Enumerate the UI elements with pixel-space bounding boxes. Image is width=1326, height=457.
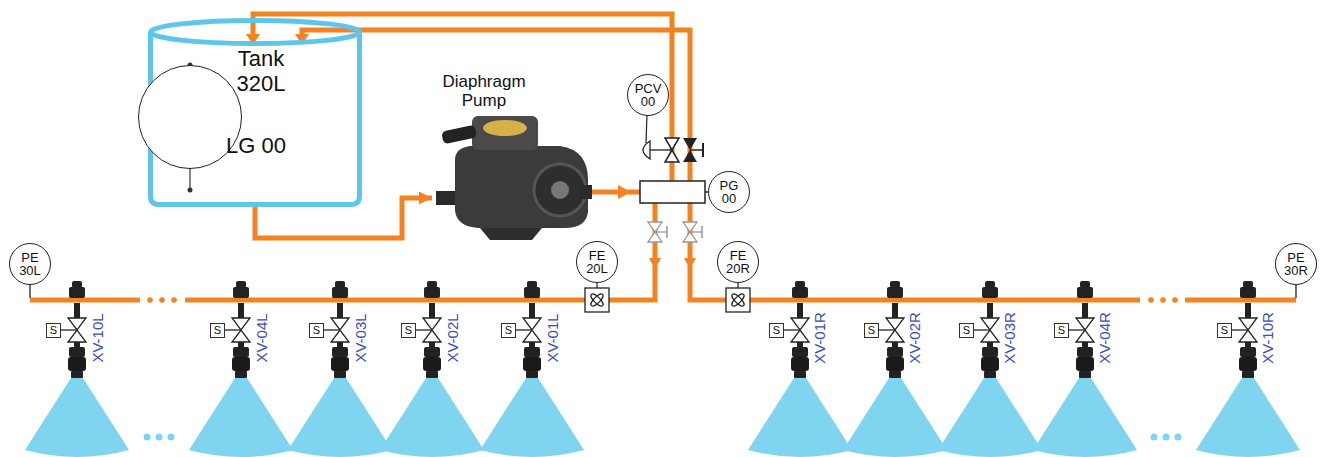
- valve-tag: XV-02L: [445, 313, 461, 362]
- solenoid-letter: S: [214, 325, 221, 336]
- solenoid-letter: S: [313, 325, 320, 336]
- valve-tag: XV-10L: [90, 313, 106, 362]
- valve-tag: XV-01R: [812, 312, 828, 364]
- solenoid-box: S: [959, 323, 974, 338]
- instrument-bubble: PCV 00: [627, 74, 669, 116]
- instrument-bubble: PE 30L: [9, 243, 51, 285]
- node-label: PE 30L: [14, 251, 46, 277]
- valve-tag: XV-03R: [1002, 312, 1018, 364]
- node-label: PCV 00: [632, 82, 664, 108]
- solenoid-box: S: [401, 323, 416, 338]
- instrument-bubble: LG 00: [138, 65, 242, 169]
- node-label: LG 00: [209, 133, 303, 158]
- node-label: PG 00: [713, 179, 745, 205]
- node-label: FE 20R: [722, 249, 754, 275]
- solenoid-box: S: [1217, 323, 1232, 338]
- valve-tag: XV-02R: [907, 312, 923, 364]
- solenoid-letter: S: [50, 325, 57, 336]
- node-label: FE 20L: [581, 249, 613, 275]
- solenoid-box: S: [210, 323, 225, 338]
- storage-tank: Tank 320LLG 00: [148, 18, 362, 207]
- solenoid-box: S: [501, 323, 516, 338]
- solenoid-letter: S: [1058, 325, 1065, 336]
- solenoid-letter: S: [868, 325, 875, 336]
- instrument-bubble: PG 00: [708, 171, 750, 213]
- instrument-bubble: FE 20R: [717, 241, 759, 283]
- valve-tag: XV-10R: [1260, 312, 1276, 364]
- instrument-bubble: FE 20L: [576, 241, 618, 283]
- solenoid-letter: S: [1221, 325, 1228, 336]
- solenoid-letter: S: [773, 325, 780, 336]
- solenoid-box: S: [1054, 323, 1069, 338]
- solenoid-box: S: [769, 323, 784, 338]
- valve-tag: XV-04R: [1097, 312, 1113, 364]
- solenoid-box: S: [864, 323, 879, 338]
- node-label: PE 30R: [1280, 251, 1312, 277]
- valve-tag: XV-04L: [254, 313, 270, 362]
- node-label: Diaphragm Pump: [432, 72, 536, 110]
- valve-tag: XV-01L: [545, 313, 561, 362]
- instrument-bubble: PE 30R: [1275, 243, 1317, 285]
- valve-tag: XV-03L: [353, 313, 369, 362]
- solenoid-letter: S: [405, 325, 412, 336]
- solenoid-letter: S: [505, 325, 512, 336]
- solenoid-box: S: [46, 323, 61, 338]
- solenoid-letter: S: [963, 325, 970, 336]
- solenoid-box: S: [309, 323, 324, 338]
- diaphragm-pump: Diaphragm Pump: [432, 72, 592, 232]
